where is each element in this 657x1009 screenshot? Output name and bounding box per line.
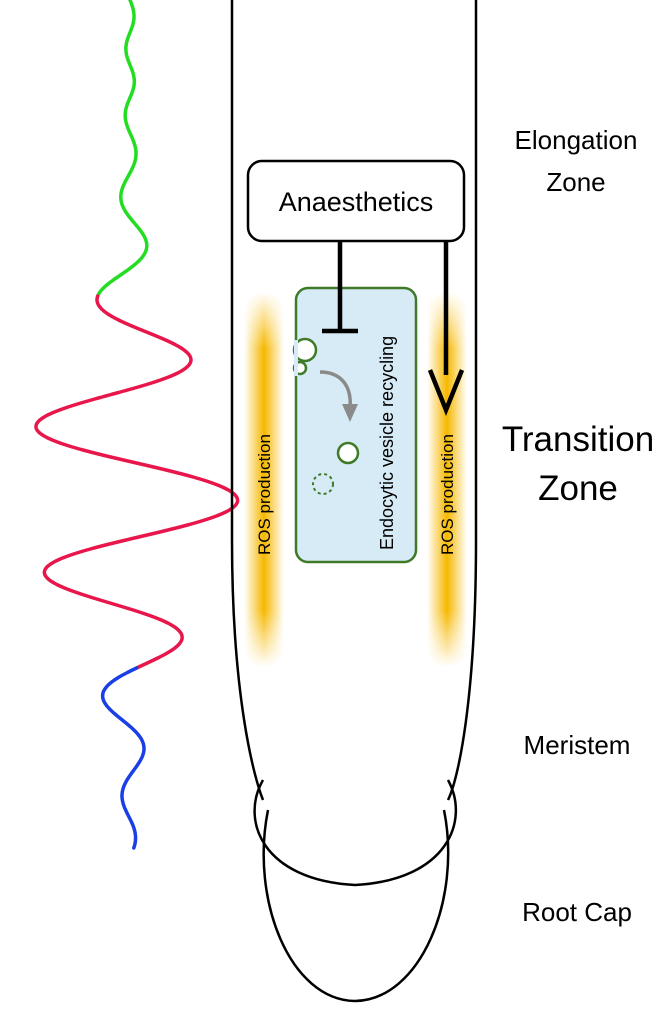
anaesthetics-group: Anaesthetics <box>246 159 466 417</box>
ros-glow-left <box>244 292 284 667</box>
transition-zone-label-line2: Zone <box>538 469 618 508</box>
wave-meristem-segment <box>100 666 146 850</box>
root-cap-label: Root Cap <box>522 897 632 927</box>
zone-labels: Elongation Zone Transition Zone Meristem… <box>502 125 654 927</box>
vesicle-circle-icon <box>336 441 360 465</box>
membrane-gap <box>294 340 298 376</box>
elongation-zone-label-line2: Zone <box>546 167 605 197</box>
curved-arrowhead-icon <box>342 404 358 422</box>
anaesthetics-label: Anaesthetics <box>279 187 434 217</box>
transition-zone-label-line1: Transition <box>502 420 654 459</box>
activation-arrow-icon <box>427 369 465 417</box>
root-cap-outline <box>262 809 450 1003</box>
root-outline <box>230 0 478 1003</box>
ros-band-left: ROS production <box>244 292 284 667</box>
meristem-label: Meristem <box>524 730 631 760</box>
oscillation-wave <box>34 0 240 850</box>
meristem-boundary <box>253 779 457 887</box>
anaesthetics-box <box>246 159 466 243</box>
elongation-zone-label-line1: Elongation <box>515 125 638 155</box>
wave-transition-segment <box>34 294 240 670</box>
wave-elongation-segment <box>95 0 149 298</box>
vesicle-recycling-box: Endocytic vesicle recycling <box>292 286 418 564</box>
dashed-vesicle-icon <box>312 473 334 495</box>
ros-label-left: ROS production <box>255 434 274 555</box>
curved-arrow-icon <box>319 370 352 409</box>
ros-label-right: ROS production <box>438 434 457 555</box>
vesicle-label: Endocytic vesicle recycling <box>377 336 397 550</box>
